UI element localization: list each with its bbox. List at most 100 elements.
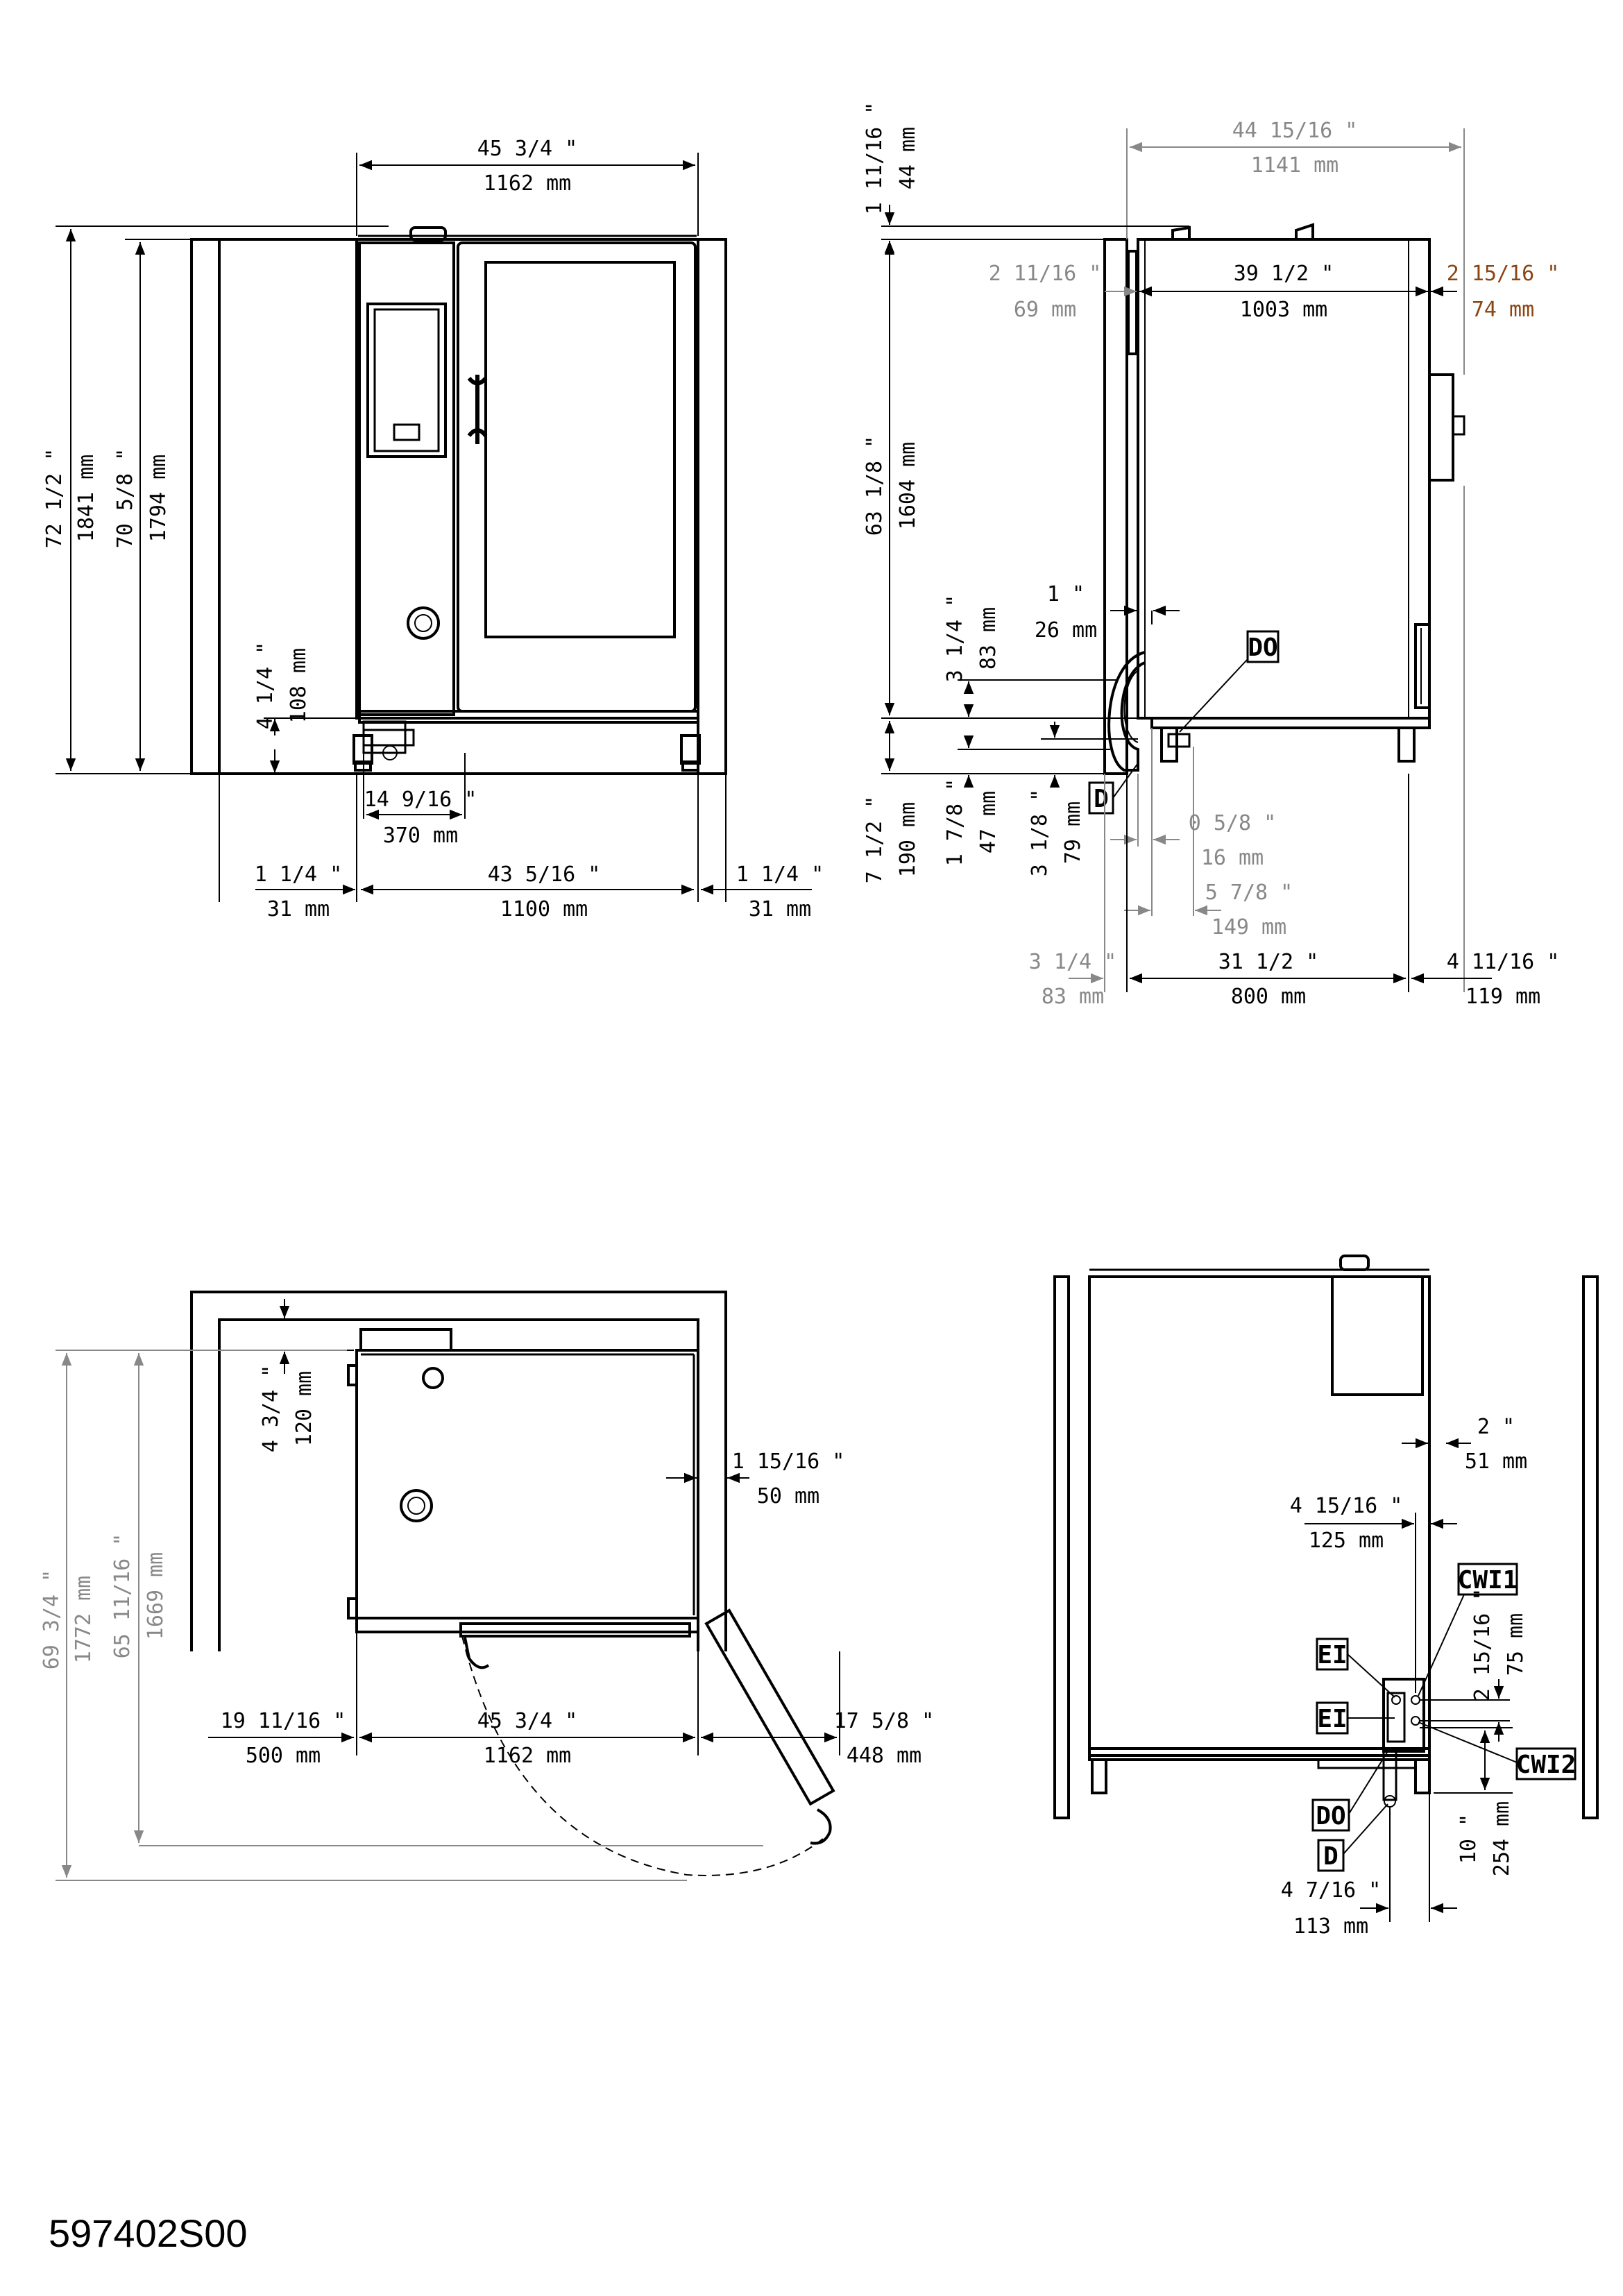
rear-connection-offset-mm: 125 mm [1309, 1529, 1384, 1553]
side-body-height-mm: 1604 mm [896, 442, 920, 529]
door-window [484, 261, 676, 638]
side-overall-depth-in: 44 15/16 " [1232, 119, 1358, 143]
rear-view: CWI1 EI EI CWI2 DO D 2 " 51 mm 4 15/16 "… [1053, 1255, 1599, 1939]
rear-do-label: DO [1316, 1802, 1345, 1830]
rear-cwi-spacing-in: 2 15/16 " [1470, 1588, 1495, 1701]
rear-ei1-label: EI [1317, 1641, 1347, 1669]
top-door-swing-in: 17 5/8 " [834, 1709, 935, 1733]
side-vent-2 [1295, 223, 1314, 239]
drip-tray [358, 710, 699, 724]
top-depth-1669-in: 65 11/16 " [110, 1533, 135, 1659]
side-foot-front [1397, 726, 1416, 763]
front-body-height-mm: 1794 mm [146, 454, 171, 542]
side-base-depth-mm: 800 mm [1231, 985, 1306, 1009]
side-d-height-mm: 79 mm [1061, 801, 1085, 864]
top-rear-gap-mm: 120 mm [292, 1371, 316, 1446]
side-vent-1 [1171, 226, 1191, 239]
door-handle [467, 375, 488, 444]
front-base-width-in: 43 5/16 " [488, 862, 601, 887]
side-back-offset-mm: 69 mm [1014, 298, 1076, 322]
top-side-gap-mm: 50 mm [757, 1484, 819, 1508]
top-niche-outline [190, 1291, 727, 1651]
rear-right-gap-mm: 51 mm [1465, 1449, 1527, 1474]
oven-body [355, 238, 699, 720]
front-left-clearance-mm: 31 mm [267, 897, 330, 921]
side-body-depth-mm: 1003 mm [1240, 298, 1327, 322]
steam-vent [409, 226, 447, 241]
side-drain-outlet-height-in: 1 7/8 " [943, 779, 967, 866]
do-label-box [1246, 630, 1280, 663]
side-top-height-mm: 44 mm [896, 127, 920, 189]
front-total-height-mm: 1841 mm [74, 454, 99, 542]
rear-cwi-spacing-mm: 75 mm [1504, 1613, 1528, 1676]
front-right-clearance-mm: 31 mm [749, 897, 811, 921]
top-knob [400, 1489, 433, 1522]
side-back-offset-in: 2 11/16 " [989, 262, 1102, 286]
side-drain-height-in: 3 1/4 " [943, 595, 967, 682]
side-handle-depth-mm: 74 mm [1472, 298, 1534, 322]
usb-port-icon [393, 423, 420, 441]
top-side-gap-in: 1 15/16 " [732, 1449, 845, 1474]
side-handle-depth-in: 2 15/16 " [1447, 262, 1560, 286]
side-wall-gap-mm: 26 mm [1035, 618, 1097, 643]
side-front-clearance-mm: 119 mm [1465, 985, 1540, 1009]
side-front-clearance-in: 4 11/16 " [1447, 950, 1560, 974]
side-leg-height-mm: 190 mm [896, 802, 920, 877]
top-door-closed [459, 1622, 691, 1638]
connection-panel [1382, 1678, 1425, 1753]
front-right-clearance-in: 1 1/4 " [736, 862, 824, 887]
top-depth-1669-mm: 1669 mm [144, 1552, 168, 1640]
side-d-offset-1-mm: 16 mm [1201, 846, 1264, 870]
control-knob [407, 606, 440, 640]
rear-ei2-label: EI [1317, 1705, 1347, 1733]
rear-foot-right [1414, 1758, 1431, 1794]
rear-drain-offset-in: 4 7/16 " [1281, 1878, 1382, 1903]
rear-cwi2-label: CWI2 [1516, 1751, 1577, 1779]
side-handle [1428, 373, 1454, 482]
top-depth-door-open-mm: 1772 mm [71, 1576, 96, 1663]
control-panel [358, 241, 455, 716]
front-body-height-in: 70 5/8 " [113, 448, 137, 549]
side-rear-clearance-in: 3 1/4 " [1029, 950, 1116, 974]
top-width-in: 45 3/4 " [477, 1709, 578, 1733]
rear-wall-right [1582, 1275, 1599, 1819]
side-d-offset-2-in: 5 7/8 " [1205, 881, 1293, 905]
rear-cwi1-label: CWI1 [1458, 1566, 1518, 1595]
side-base-depth-in: 31 1/2 " [1218, 950, 1319, 974]
side-top-height-in: 1 11/16 " [863, 102, 887, 215]
rear-connection-height-in: 10 " [1456, 1814, 1481, 1864]
top-left-space-mm: 500 mm [246, 1744, 321, 1768]
rear-d-label: D [1323, 1842, 1339, 1871]
rear-connection-height-mm: 254 mm [1490, 1801, 1514, 1876]
side-d-height-in: 3 1/8 " [1028, 789, 1052, 876]
side-rear-clearance-mm: 83 mm [1042, 985, 1104, 1009]
front-feet-height-mm: 108 mm [287, 648, 311, 723]
side-do-label: DO [1248, 633, 1277, 662]
side-wall [1103, 238, 1128, 775]
drain-outlet [1382, 1750, 1397, 1801]
top-vent [359, 1328, 452, 1352]
side-overall-depth-mm: 1141 mm [1251, 153, 1339, 178]
top-left-space-in: 19 11/16 " [221, 1709, 346, 1733]
rear-service-panel [1331, 1275, 1424, 1396]
top-rear-gap-in: 4 3/4 " [259, 1365, 283, 1452]
side-body-height-in: 63 1/8 " [863, 436, 887, 536]
top-door-swing-mm: 448 mm [847, 1744, 921, 1768]
control-display [366, 303, 447, 458]
door-swing-arc [461, 1635, 824, 1876]
rear-connection-offset-in: 4 15/16 " [1290, 1494, 1403, 1518]
side-d-label: D [1094, 785, 1109, 813]
front-width-in: 45 3/4 " [477, 137, 578, 161]
document-code: 597402S00 [49, 2211, 248, 2255]
rear-drain-offset-mm: 113 mm [1293, 1914, 1368, 1939]
side-foot-rear [1160, 726, 1178, 763]
side-leg-height-in: 7 1/2 " [863, 796, 887, 883]
top-body [355, 1349, 699, 1619]
front-total-height-in: 72 1/2 " [42, 448, 67, 549]
side-wall-gap-in: 1 " [1047, 582, 1085, 606]
top-view: 4 3/4 " 120 mm 1 15/16 " 50 mm 69 3/4 " … [40, 1291, 935, 1881]
side-drain-height-mm: 83 mm [976, 607, 1001, 670]
front-feet-height-in: 4 1/4 " [253, 642, 278, 729]
oven-door [457, 241, 697, 713]
